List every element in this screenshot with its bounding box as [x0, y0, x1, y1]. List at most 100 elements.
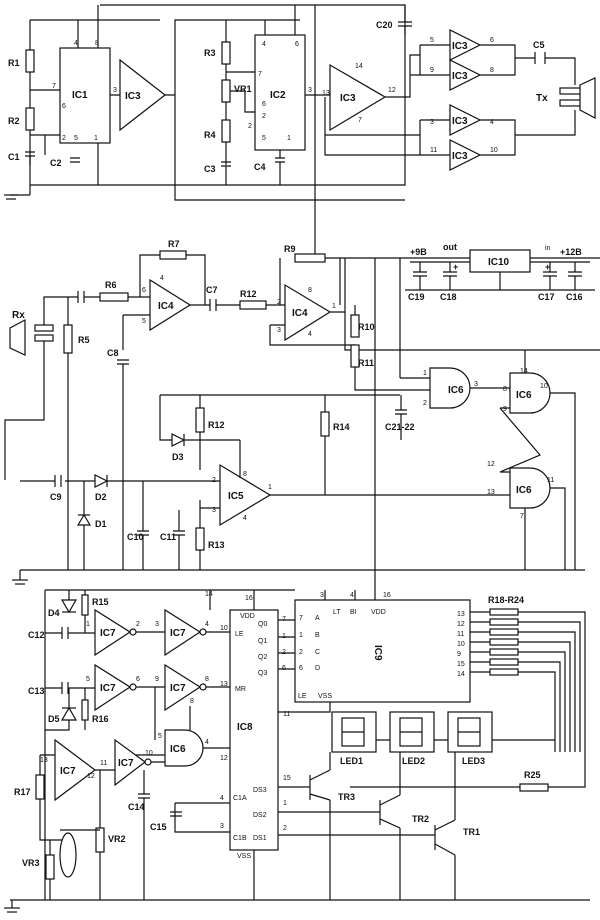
svg-text:11: 11	[547, 477, 554, 484]
svg-text:2: 2	[262, 113, 266, 120]
ic3-driver	[329, 63, 387, 132]
svg-text:11: 11	[100, 760, 107, 767]
label-c5: C5	[533, 40, 545, 50]
svg-text:10: 10	[145, 750, 153, 757]
svg-text:2: 2	[136, 621, 140, 628]
label-c1: C1	[8, 152, 20, 162]
label-r6: R6	[105, 280, 117, 290]
ic4-stage-2	[284, 283, 332, 342]
svg-text:1: 1	[423, 370, 427, 377]
svg-text:IC4: IC4	[292, 308, 308, 319]
ic2-box	[254, 34, 306, 151]
label-c20: C20	[376, 20, 393, 30]
label-d1: D1	[95, 519, 107, 529]
rx-label: Rx	[12, 310, 25, 321]
svg-text:3: 3	[220, 823, 224, 830]
svg-text:11: 11	[283, 711, 290, 718]
svg-text:IC6: IC6	[448, 385, 464, 396]
capacitor-c20	[398, 5, 412, 35]
label-r10: R10	[358, 322, 375, 332]
ic2-label: IC2	[270, 90, 286, 101]
resistor-r14	[320, 411, 330, 437]
svg-text:3: 3	[474, 381, 478, 388]
svg-text:IC7: IC7	[170, 683, 186, 694]
svg-text:1: 1	[287, 135, 291, 142]
svg-text:DS3: DS3	[253, 787, 267, 794]
led3-display: LED3	[447, 711, 493, 766]
svg-text:IC3: IC3	[340, 93, 356, 104]
label-c13: C13	[28, 686, 45, 696]
tx-speaker-icon	[579, 77, 596, 119]
svg-text:6: 6	[295, 41, 299, 48]
svg-text:LED2: LED2	[402, 756, 425, 766]
label-d3: D3	[172, 452, 184, 462]
svg-text:4: 4	[308, 331, 312, 338]
svg-text:IC7: IC7	[170, 628, 186, 639]
svg-text:B: B	[315, 632, 320, 639]
label-c2: C2	[50, 158, 62, 168]
label-vr2: VR2	[108, 834, 126, 844]
transistor-tr1: TR1	[278, 819, 480, 856]
label-c19: C19	[408, 292, 425, 302]
svg-text:IC4: IC4	[158, 301, 174, 312]
label-r5: R5	[78, 335, 90, 345]
svg-text:4: 4	[160, 275, 164, 282]
svg-text:14: 14	[355, 63, 363, 70]
potentiometer-vr2	[95, 827, 105, 853]
label-r12-detector: R12	[208, 420, 225, 430]
label-vr3: VR3	[22, 858, 40, 868]
svg-text:10: 10	[457, 641, 465, 648]
ic9-box	[294, 599, 471, 703]
svg-text:2: 2	[423, 400, 427, 407]
svg-text:6: 6	[262, 101, 266, 108]
svg-text:13: 13	[40, 757, 48, 764]
label-c17: C17	[538, 292, 555, 302]
svg-text:4: 4	[243, 515, 247, 522]
svg-text:9: 9	[503, 406, 507, 413]
svg-text:5: 5	[86, 676, 90, 683]
ganged-pot-link	[59, 832, 77, 878]
svg-text:8: 8	[190, 698, 194, 705]
capacitor-c21-22	[395, 395, 407, 440]
svg-text:TR2: TR2	[412, 814, 429, 824]
label-r12-receiver: R12	[240, 289, 257, 299]
label-d4: D4	[48, 608, 60, 618]
svg-text:2: 2	[283, 825, 287, 832]
svg-text:IC7: IC7	[60, 766, 76, 777]
svg-text:1: 1	[86, 621, 90, 628]
svg-text:8: 8	[243, 471, 247, 478]
svg-text:+: +	[453, 262, 458, 272]
ic3-buffer-1	[119, 58, 166, 132]
svg-text:5: 5	[158, 733, 162, 740]
ic7-inverter-1	[94, 608, 132, 657]
svg-text:1: 1	[283, 800, 287, 807]
svg-text:7: 7	[520, 513, 524, 520]
tx-label: Tx	[536, 93, 548, 104]
svg-text:5: 5	[74, 135, 78, 142]
label-c10: C10	[127, 532, 144, 542]
label-c18: C18	[440, 292, 457, 302]
svg-text:IC7: IC7	[100, 683, 116, 694]
svg-text:7: 7	[358, 117, 362, 124]
ic4-stage-1	[149, 278, 192, 332]
ic1-box	[59, 47, 111, 144]
diode-d2	[94, 474, 109, 488]
label-r4: R4	[204, 130, 216, 140]
capacitor-c11	[173, 510, 185, 570]
label-r11: R11	[358, 358, 374, 368]
svg-text:9: 9	[430, 67, 434, 74]
svg-text:8: 8	[95, 40, 99, 47]
label-r14: R14	[333, 422, 350, 432]
ic5-comparator	[219, 463, 272, 527]
svg-text:IC3: IC3	[452, 116, 468, 127]
label-c7: C7	[206, 285, 218, 295]
svg-text:3: 3	[155, 621, 159, 628]
svg-text:C1A: C1A	[233, 795, 247, 802]
svg-text:MR: MR	[235, 686, 246, 693]
svg-text:IC6: IC6	[516, 390, 532, 401]
svg-text:A: A	[315, 615, 320, 622]
resistor-r16	[81, 699, 89, 721]
svg-text:7: 7	[258, 71, 262, 78]
